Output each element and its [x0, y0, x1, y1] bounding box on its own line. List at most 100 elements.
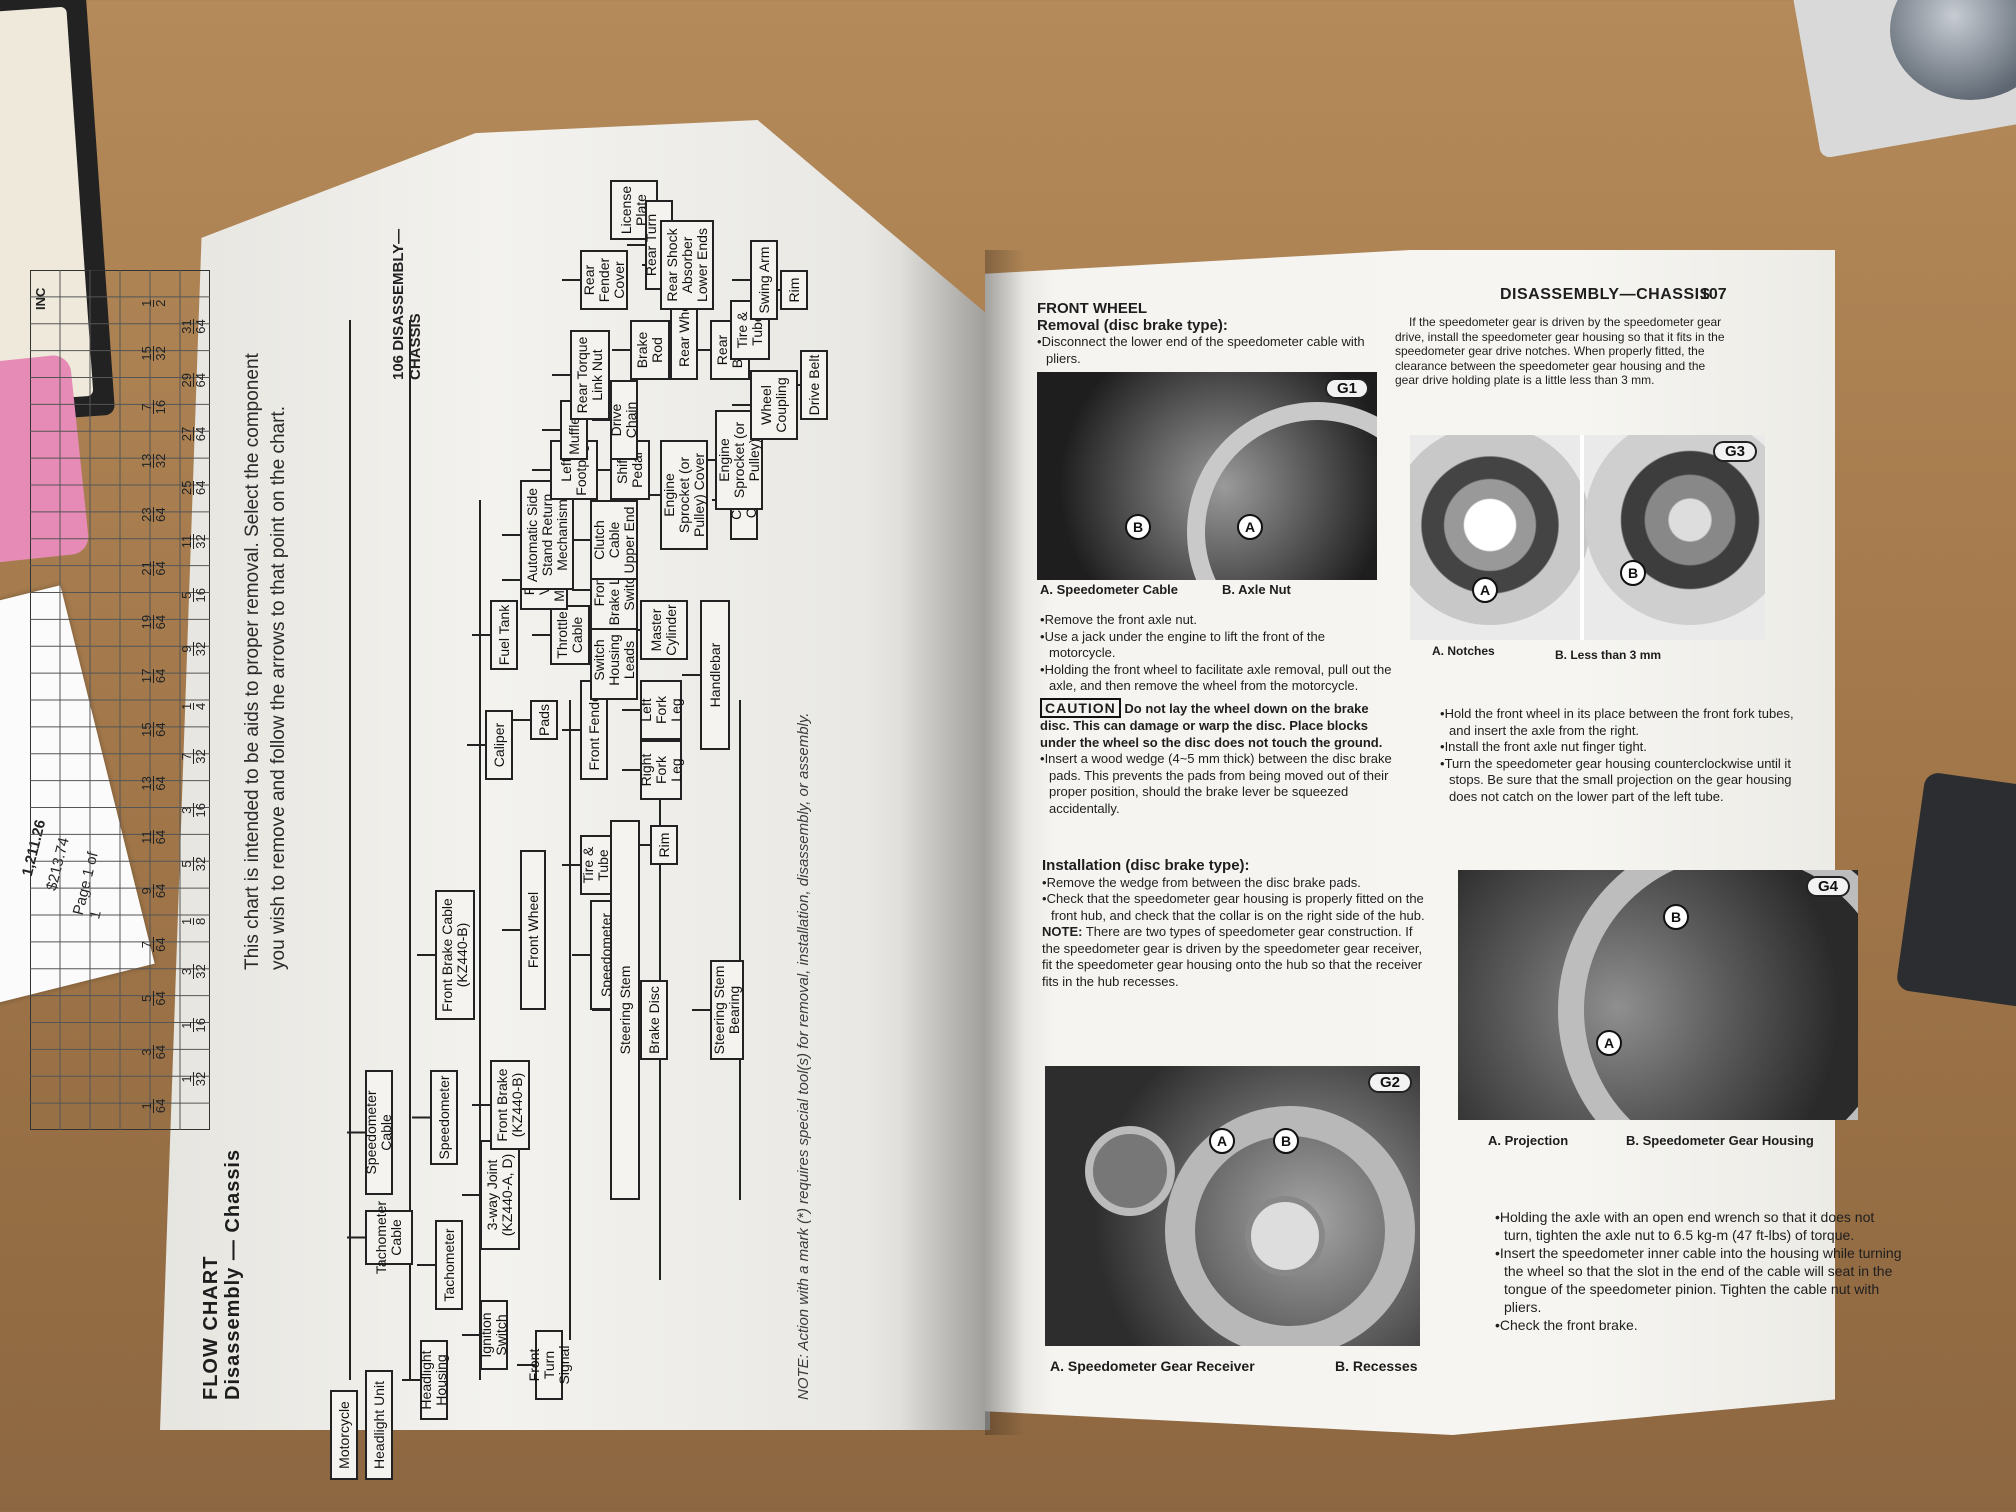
- installation-title: Installation (disc brake type):: [1042, 857, 1250, 874]
- flow-chart-lines: [347, 244, 800, 1381]
- g2-receiver: [1085, 1126, 1175, 1216]
- installation-section: Installation (disc brake type): Remove t…: [1042, 857, 1427, 990]
- col2-step: Insert the speedometer inner cable into …: [1495, 1244, 1905, 1316]
- flow-box-front-brake-b: Front Brake (KZ440-B): [490, 1060, 530, 1150]
- caution-text: Do not lay the wheel down on the brake d…: [1040, 700, 1383, 750]
- flow-box-rim-front: Rim: [650, 825, 678, 865]
- flow-box-rim-rear: Rim: [780, 270, 808, 310]
- wedge-steps: Insert a wood wedge (4~5 mm thick) betwe…: [1040, 751, 1392, 817]
- flow-box-wheel-coupling: Wheel Coupling: [750, 370, 798, 440]
- flow-box-pads: Pads: [530, 700, 558, 740]
- g2-hub-center: [1245, 1196, 1325, 1276]
- removal-step: Remove the front axle nut.: [1040, 612, 1392, 629]
- g4-callout-a: A: [1596, 1030, 1622, 1056]
- col2-steps-1-block: Hold the front wheel in its place betwee…: [1440, 706, 1808, 805]
- flow-box-motorcycle: Motorcycle: [330, 1390, 358, 1480]
- col2-step: Turn the speedometer gear housing counte…: [1440, 756, 1808, 806]
- removal-steps-1: Disconnect the lower end of the speedome…: [1037, 334, 1402, 367]
- flow-chart-page: FLOW CHART Disassembly — Chassis This ch…: [200, 180, 828, 1480]
- col2-step: Holding the axle with an open end wrench…: [1495, 1208, 1905, 1244]
- col2-steps-1: Hold the front wheel in its place betwee…: [1440, 706, 1808, 805]
- col2-step: Hold the front wheel in its place betwee…: [1440, 706, 1808, 739]
- g4-callout-b: B: [1663, 904, 1689, 930]
- g2-caption-b: B. Recesses: [1335, 1358, 1418, 1374]
- flow-box-clutch-cable-upper: Clutch Cable Upper End: [590, 500, 638, 580]
- wedge-step: Insert a wood wedge (4~5 mm thick) betwe…: [1040, 751, 1392, 817]
- flow-box-ignition-switch: Ignition Switch: [478, 1300, 509, 1370]
- removal-steps-2: Remove the front axle nut. Use a jack un…: [1040, 612, 1392, 695]
- flow-box-brake-disc: Brake Disc: [640, 980, 668, 1060]
- flow-box-engine-sprocket-cover: Engine Sprocket (or Pulley) Cover: [660, 440, 708, 550]
- col2-paragraph: If the speedometer gear is driven by the…: [1395, 315, 1725, 387]
- flow-box-headlight-unit: Headlight Unit: [365, 1370, 393, 1480]
- flow-box-steering-stem-bearing: Steering Stem Bearing: [710, 960, 744, 1060]
- flow-box-speedometer-cable: Speedometer Cable: [363, 1070, 394, 1195]
- install-note-text: There are two types of speedometer gear …: [1042, 924, 1423, 989]
- right-page-header: DISASSEMBLY—CHASSIS: [1500, 286, 1711, 303]
- right-page-number: 107: [1700, 286, 1727, 303]
- photo-g2: G2 A B: [1045, 1066, 1420, 1346]
- photo-g3: G3 A B: [1410, 435, 1765, 640]
- flow-box-front-wheel: Front Wheel: [520, 850, 546, 1010]
- removal-section: FRONT WHEEL Removal (disc brake type): D…: [1037, 300, 1402, 367]
- install-note: NOTE: There are two types of speedometer…: [1042, 924, 1427, 990]
- flow-box-rear-torque-link-nut: Rear Torque Link Nut: [570, 330, 610, 420]
- flow-box-rear-shock-absorber: Rear Shock Absorber Lower Ends: [660, 220, 714, 310]
- removal-step: Use a jack under the engine to lift the …: [1040, 629, 1392, 662]
- flow-box-front-brake-cable: Front Brake Cable (KZ440-B): [435, 890, 475, 1020]
- flow-box-steering-stem: Steering Stem: [610, 820, 640, 1200]
- g2-tag: G2: [1367, 1072, 1412, 1093]
- g1-caption-b: B. Axle Nut: [1222, 582, 1291, 597]
- removal-title: Removal (disc brake type):: [1037, 317, 1228, 334]
- g4-disc: [1558, 870, 1858, 1120]
- col2-steps-2: Holding the axle with an open end wrench…: [1495, 1208, 1905, 1334]
- g2-callout-a: A: [1209, 1128, 1235, 1154]
- install-steps: Remove the wedge from between the disc b…: [1042, 875, 1427, 925]
- flow-box-switch-housing-leads: Switch Housing Leads: [590, 620, 638, 700]
- flow-box-throttle-cable: Throttle Cable: [550, 605, 590, 665]
- front-wheel-title: FRONT WHEEL: [1037, 300, 1147, 317]
- flow-box-swing-arm: Swing Arm: [750, 240, 778, 320]
- g3-disc-right: [1585, 435, 1765, 625]
- flow-box-three-way-joint: 3-way Joint (KZ440-A, D): [480, 1140, 520, 1250]
- g1-brake-disc: [1187, 402, 1377, 580]
- flow-box-master-cylinder: Master Cylinder: [640, 600, 688, 660]
- flow-box-tachometer-cable: Tachometer Cable: [365, 1201, 413, 1274]
- flow-box-handlebar: Handlebar: [700, 600, 730, 750]
- photo-g1: G1 B A: [1037, 372, 1377, 580]
- flow-box-speedometer: Speedometer: [430, 1070, 458, 1165]
- install-step: Check that the speedometer gear housing …: [1042, 891, 1427, 924]
- flow-box-caliper: Caliper: [485, 710, 513, 780]
- flow-box-brake-rod: Brake Rod: [630, 320, 670, 380]
- g3-callout-a: A: [1472, 577, 1498, 603]
- flow-box-rear-fender-cover: Rear Fender Cover: [580, 250, 628, 310]
- flow-box-drive-belt: Drive Belt: [800, 350, 828, 420]
- flow-box-tire-tube-front: Tire & Tube: [580, 835, 612, 895]
- removal-step: Disconnect the lower end of the speedome…: [1037, 334, 1402, 367]
- g1-caption-a: A. Speedometer Cable: [1040, 582, 1178, 597]
- g4-tag: G4: [1805, 876, 1850, 897]
- g2-caption-a: A. Speedometer Gear Receiver: [1050, 1358, 1255, 1374]
- removal-step: Holding the front wheel to facilitate ax…: [1040, 662, 1392, 695]
- flow-box-fuel-tank: Fuel Tank: [490, 600, 518, 670]
- scale-header: INC: [33, 287, 48, 310]
- flow-box-headlight-housing: Headlight Housing: [418, 1340, 449, 1420]
- g3-caption-b: B. Less than 3 mm: [1555, 648, 1662, 662]
- caution-block: CAUTION Do not lay the wheel down on the…: [1040, 697, 1392, 752]
- caution-label: CAUTION: [1040, 697, 1121, 718]
- flow-box-drive-chain: Drive Chain: [608, 380, 639, 460]
- g1-callout-a: A: [1237, 514, 1263, 540]
- g4-caption-a: A. Projection: [1488, 1133, 1569, 1148]
